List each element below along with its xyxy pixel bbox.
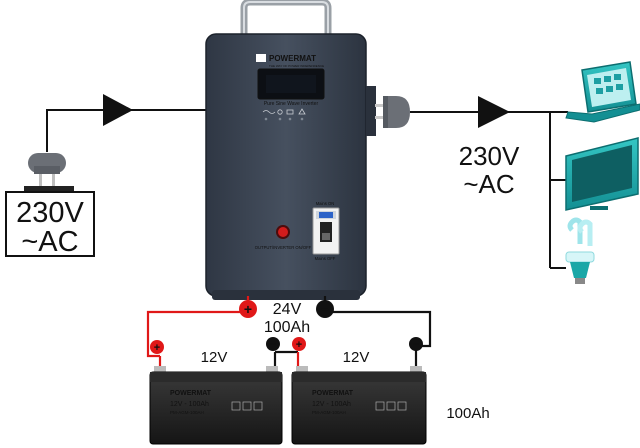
battery-capacity-text: 100Ah (446, 405, 489, 422)
svg-text:−: − (413, 339, 419, 351)
battery1-negative-marker: − (266, 337, 280, 351)
output-wiring (410, 96, 568, 269)
battery2-brand: POWERMAT (312, 390, 354, 397)
laptop-icon (565, 61, 640, 123)
input-ac-text: ~AC (21, 226, 78, 258)
battery1-warning-icons (231, 401, 263, 411)
inverter: POWERMAT THE WAY OF POWER INDEPENDENCE P… (205, 0, 367, 300)
battery2-voltage-text: 12V (343, 349, 370, 366)
power-button-label: OUTPUT/INVERTER ON/OFF (255, 245, 312, 250)
inverter-negative-terminal: − (316, 300, 334, 318)
output-ac-text: ~AC (463, 169, 514, 199)
battery1-brand: POWERMAT (170, 390, 212, 397)
battery2-warning-icons (375, 401, 407, 411)
svg-text:+: + (244, 301, 252, 317)
battery-2: POWERMAT 12V - 100Ah PM-AGM-100AH (291, 366, 427, 445)
svg-text:−: − (270, 339, 276, 351)
input-direction-arrow (103, 94, 133, 126)
input-voltage-text: 230V (16, 197, 84, 229)
indicator-icons (262, 108, 306, 115)
battery1-positive-marker: + (150, 340, 164, 354)
inverter-brand: POWERMAT (269, 54, 316, 63)
battery1-label: 12V - 100Ah (170, 401, 209, 408)
inverter-model-text: Pure Sine Wave Inverter (264, 101, 319, 107)
battery2-positive-marker: + (292, 337, 306, 351)
svg-text:+: + (296, 339, 302, 351)
battery1-voltage-text: 12V (201, 349, 228, 366)
inverter-positive-terminal: + (239, 300, 257, 318)
light-bulb-icon (565, 217, 595, 284)
output-voltage-text: 230V (459, 141, 520, 171)
battery2-label: 12V - 100Ah (312, 401, 351, 408)
system-voltage-text: 24V (273, 301, 302, 318)
system-capacity-text: 100Ah (264, 319, 310, 336)
brand-logo-icon (256, 54, 266, 62)
output-plug-icon (366, 86, 410, 136)
svg-text:−: − (321, 301, 329, 317)
output-direction-arrow (478, 96, 510, 128)
svg-text:+: + (154, 342, 160, 354)
battery2-negative-marker: − (409, 337, 423, 351)
indicator-leds (264, 117, 304, 121)
input-plug-icon (24, 153, 74, 194)
input-wiring (46, 94, 210, 152)
battery1-code: PM-AGM-100AH (170, 410, 204, 415)
breaker-bottom-label: Mains OFF (315, 256, 336, 261)
battery2-code: PM-AGM-100AH (312, 410, 346, 415)
breaker-top-label: Mains ON (316, 201, 335, 206)
inverter-tagline: THE WAY OF POWER INDEPENDENCE (269, 64, 324, 68)
input-voltage-box: 230V ~AC (5, 191, 95, 258)
monitor-icon (565, 137, 639, 211)
battery-1: POWERMAT 12V - 100Ah PM-AGM-100AH (149, 366, 283, 445)
